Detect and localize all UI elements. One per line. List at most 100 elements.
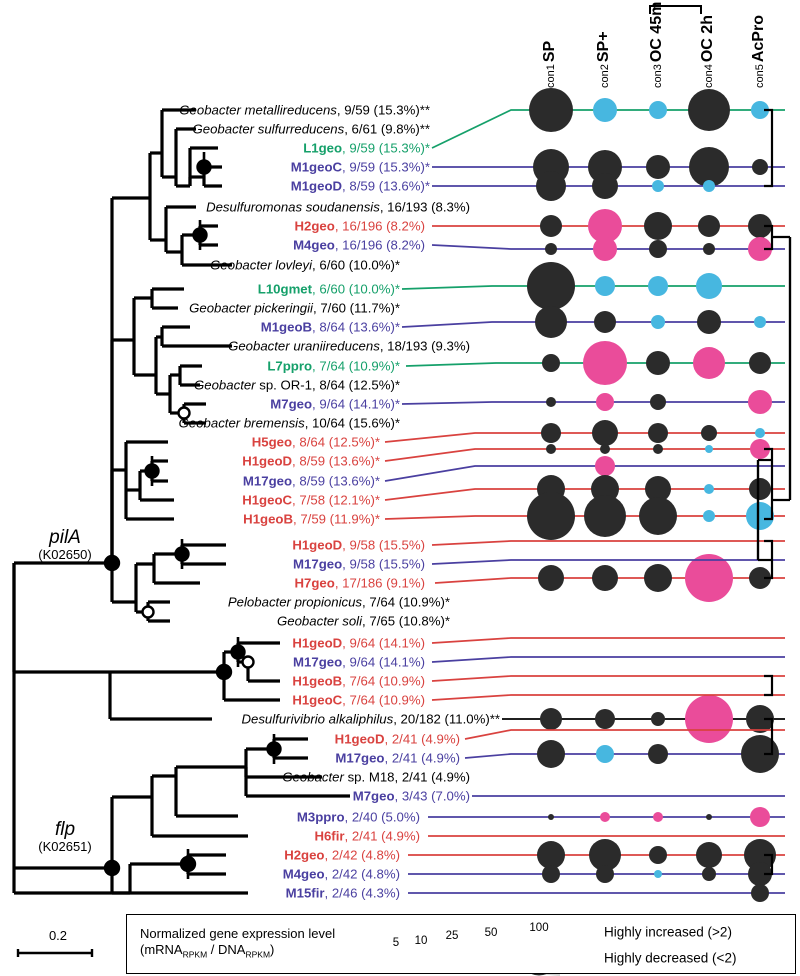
taxon-strain-name: M17geo bbox=[242, 473, 293, 489]
tip-label: H7geo, 17/186 (9.1%) bbox=[295, 576, 425, 589]
taxon-stats: , 7/64 (10.9%)* bbox=[312, 358, 400, 374]
legend-size-value: 25 bbox=[445, 930, 459, 942]
tip-label: Geobacter bremensis, 10/64 (15.6%)* bbox=[179, 416, 400, 429]
legend-box bbox=[126, 914, 796, 974]
taxon-species-name: Desulfuromonas soudanensis bbox=[206, 199, 380, 215]
tip-label: M15fir, 2/46 (4.3%) bbox=[286, 886, 400, 899]
tree-node-filled bbox=[215, 663, 233, 681]
expression-bubble bbox=[748, 862, 772, 886]
connector-line bbox=[384, 465, 785, 482]
taxon-stats: , 6/60 (10.0%)* bbox=[312, 257, 400, 273]
expression-bubble bbox=[546, 397, 556, 407]
tip-label: Geobacter metallireducens, 9/59 (15.3%)*… bbox=[179, 103, 430, 116]
taxon-stats: , 7/59 (11.9%)* bbox=[293, 511, 380, 527]
expression-bubble bbox=[749, 478, 771, 500]
tip-label: H5geo, 8/64 (12.5%)* bbox=[252, 435, 380, 448]
taxon-strain-name: H1geoD bbox=[242, 453, 293, 469]
tip-label: Geobacter lovleyi, 6/60 (10.0%)* bbox=[210, 258, 400, 271]
expression-bubble bbox=[588, 209, 622, 243]
taxon-stats: , 2/42 (4.8%) bbox=[324, 847, 401, 863]
taxon-stats: , 9/58 (15.5%) bbox=[342, 537, 425, 553]
expression-bubble bbox=[651, 315, 665, 329]
expression-bubble bbox=[701, 425, 717, 441]
expression-bubble bbox=[648, 744, 668, 764]
connector-line bbox=[384, 448, 785, 462]
taxon-species-name: Pelobacter propionicus bbox=[227, 594, 363, 610]
tip-label: H2geo, 2/42 (4.8%) bbox=[284, 848, 400, 861]
expression-bubble bbox=[649, 240, 667, 258]
expression-bubble bbox=[654, 870, 662, 878]
taxon-species-name: Geobacter metallireducens bbox=[179, 102, 337, 118]
taxon-strain-name: M1geoC bbox=[290, 159, 343, 175]
tip-label: Pelobacter propionicus, 7/64 (10.9%)* bbox=[228, 595, 450, 608]
expression-bubble bbox=[600, 812, 610, 822]
expression-bubble bbox=[685, 554, 733, 602]
tip-label: M7geo, 9/64 (14.1%)* bbox=[270, 397, 400, 410]
group-bracket bbox=[764, 447, 774, 521]
taxon-stats: , 8/59 (13.6%)* bbox=[292, 473, 380, 489]
tip-label: M3ppro, 2/40 (5.0%) bbox=[297, 810, 420, 823]
tree-node-open bbox=[177, 406, 191, 420]
tip-label: M17geo, 8/59 (13.6%)* bbox=[243, 474, 380, 487]
taxon-strain-name: M1geoB bbox=[260, 319, 313, 335]
taxon-stats: , 10/64 (15.6%)* bbox=[304, 415, 400, 431]
expression-bubble bbox=[596, 865, 614, 883]
taxon-stats: , 2/46 (4.3%) bbox=[324, 885, 401, 901]
tip-label: H1geoD, 9/58 (15.5%) bbox=[292, 538, 425, 551]
expression-bubble bbox=[748, 214, 772, 238]
expression-bubble bbox=[750, 807, 770, 827]
expression-bubble bbox=[693, 347, 725, 379]
taxon-strain-name: H6fir bbox=[314, 828, 345, 844]
taxon-strain-name: H1geoD bbox=[292, 635, 343, 651]
column-con-id-con4: con4 bbox=[703, 64, 715, 88]
expression-bubble bbox=[646, 155, 670, 179]
expression-bubble bbox=[746, 705, 774, 733]
taxon-species-name: Desulfurivibrio alkaliphilus bbox=[241, 711, 394, 727]
tip-label: L7ppro, 7/64 (10.9%)* bbox=[267, 359, 400, 372]
expression-bubble bbox=[591, 475, 619, 503]
expression-bubble bbox=[595, 456, 615, 476]
taxon-stats: , 9/59 (15.3%)* bbox=[342, 159, 430, 175]
expression-bubble bbox=[751, 884, 769, 902]
expression-bubble bbox=[584, 495, 626, 537]
taxon-stats: , 18/193 (9.3%) bbox=[379, 338, 470, 354]
expression-bubble bbox=[592, 420, 618, 446]
tip-label: Desulfuromonas soudanensis, 16/193 (8.3%… bbox=[206, 200, 470, 213]
tip-label: M1geoB, 8/64 (13.6%)* bbox=[261, 320, 400, 333]
scale-bar bbox=[16, 949, 94, 957]
tip-label: M4geo, 2/42 (4.8%) bbox=[283, 867, 400, 880]
gene-label-flp: flp (K02651) bbox=[10, 820, 120, 854]
expression-bubble bbox=[541, 423, 561, 443]
taxon-strain-name: L10gmet bbox=[257, 281, 313, 297]
taxon-stats: , 9/64 (14.1%) bbox=[342, 635, 425, 651]
taxon-strain-name: H2geo bbox=[294, 218, 335, 234]
expression-bubble bbox=[689, 147, 729, 187]
expression-bubble bbox=[696, 273, 722, 299]
expression-bubble bbox=[746, 502, 774, 530]
expression-bubble bbox=[596, 393, 614, 411]
expression-bubble bbox=[644, 564, 672, 592]
column-condition-label-con2: SP+ bbox=[595, 31, 612, 63]
taxon-stats: , 9/64 (14.1%)* bbox=[312, 396, 400, 412]
taxon-stats: , 8/59 (13.6%)* bbox=[292, 453, 380, 469]
taxon-stats: , 7/64 (10.9%)* bbox=[362, 594, 450, 610]
tip-label: H1geoD, 2/41 (4.9%) bbox=[335, 732, 460, 745]
connector-line bbox=[431, 694, 785, 701]
expression-bubble bbox=[527, 492, 575, 540]
tip-label: M17geo, 9/64 (14.1%) bbox=[293, 655, 425, 668]
tip-label: Geobacter sulfurreducens, 6/61 (9.8%)** bbox=[192, 122, 430, 135]
legend-title-line1: Normalized gene expression level bbox=[140, 926, 336, 941]
taxon-strain-name: H1geoD bbox=[334, 731, 385, 747]
column-condition-label-con3: OC 45m bbox=[648, 1, 665, 63]
taxon-species-name: Geobacter bbox=[194, 377, 256, 393]
expression-bubble bbox=[645, 476, 671, 502]
expression-bubble bbox=[648, 423, 668, 443]
taxon-strain-name: H7geo bbox=[294, 575, 335, 591]
legend-dna-sub: RPKM bbox=[245, 949, 271, 960]
expression-bubble bbox=[706, 814, 712, 820]
tip-label: M17geo, 9/58 (15.5%) bbox=[293, 557, 425, 570]
taxon-strain-name: L1geo bbox=[303, 140, 343, 156]
tip-label: Desulfurivibrio alkaliphilus, 20/182 (11… bbox=[241, 712, 500, 725]
expression-bubble bbox=[537, 841, 565, 869]
group-bracket bbox=[764, 674, 774, 697]
